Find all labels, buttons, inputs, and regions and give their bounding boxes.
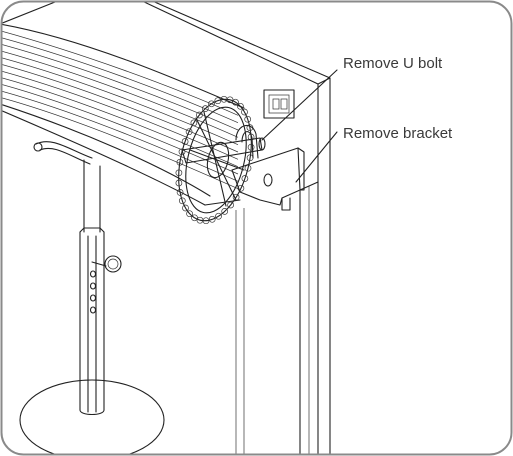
callout-leaders: [261, 69, 338, 183]
shutter-slat: [1, 56, 239, 146]
wheel-tooth: [182, 204, 189, 212]
wheel-tooth: [208, 215, 216, 223]
shutter-slat: [1, 63, 239, 153]
shutter-slat: [1, 50, 239, 138]
wheel-tooth: [201, 105, 209, 112]
bracket: [231, 147, 305, 211]
shutter-slat: [1, 83, 239, 175]
wheel-tooth: [190, 119, 198, 127]
wheel-tooth: [176, 158, 184, 166]
roller-shutter: [1, 1, 245, 206]
wheel-tooth: [241, 175, 249, 182]
wheel-tooth: [237, 184, 245, 192]
label-remove-u-bolt: Remove U bolt: [343, 55, 443, 72]
drum-wheel: [175, 95, 255, 225]
wheel-tooth: [244, 115, 252, 123]
wheel-tooth: [175, 179, 183, 187]
shutter-slat: [1, 90, 239, 182]
support-stand: [19, 141, 165, 455]
wheel-tooth: [208, 100, 215, 108]
wheel-tooth: [214, 97, 222, 105]
wheel-tooth: [221, 208, 229, 215]
wheel-tooth: [227, 201, 234, 209]
wall-switch: [263, 89, 295, 119]
door-frame: [139, 1, 331, 455]
label-remove-bracket: Remove bracket: [343, 125, 453, 142]
shutter-slat: [1, 30, 239, 116]
wheel-tooth: [196, 216, 204, 224]
wheel-tooth: [181, 138, 189, 145]
wheel-tooth: [175, 169, 183, 177]
wheel-tooth: [196, 111, 203, 119]
shutter-slat: [1, 76, 239, 168]
shutter-slat: [1, 36, 239, 124]
wheel-tooth: [178, 148, 186, 156]
axle-shaft: [181, 137, 266, 164]
wheel-tooth: [186, 210, 193, 218]
shutter-slat: [1, 43, 239, 131]
wheel-tooth: [176, 189, 184, 196]
wheel-tooth: [185, 128, 193, 136]
wheel-tooth: [191, 214, 198, 222]
wheel-tooth: [241, 108, 248, 116]
wheel-tooth: [232, 98, 239, 106]
shutter-slat: [1, 70, 239, 160]
wheel-tooth: [237, 102, 244, 110]
wheel-tooth: [215, 212, 222, 220]
wheel-tooth: [226, 96, 234, 104]
wheel-tooth: [247, 143, 255, 151]
wheel-tooth: [178, 197, 186, 205]
u-bolt: [235, 124, 259, 159]
